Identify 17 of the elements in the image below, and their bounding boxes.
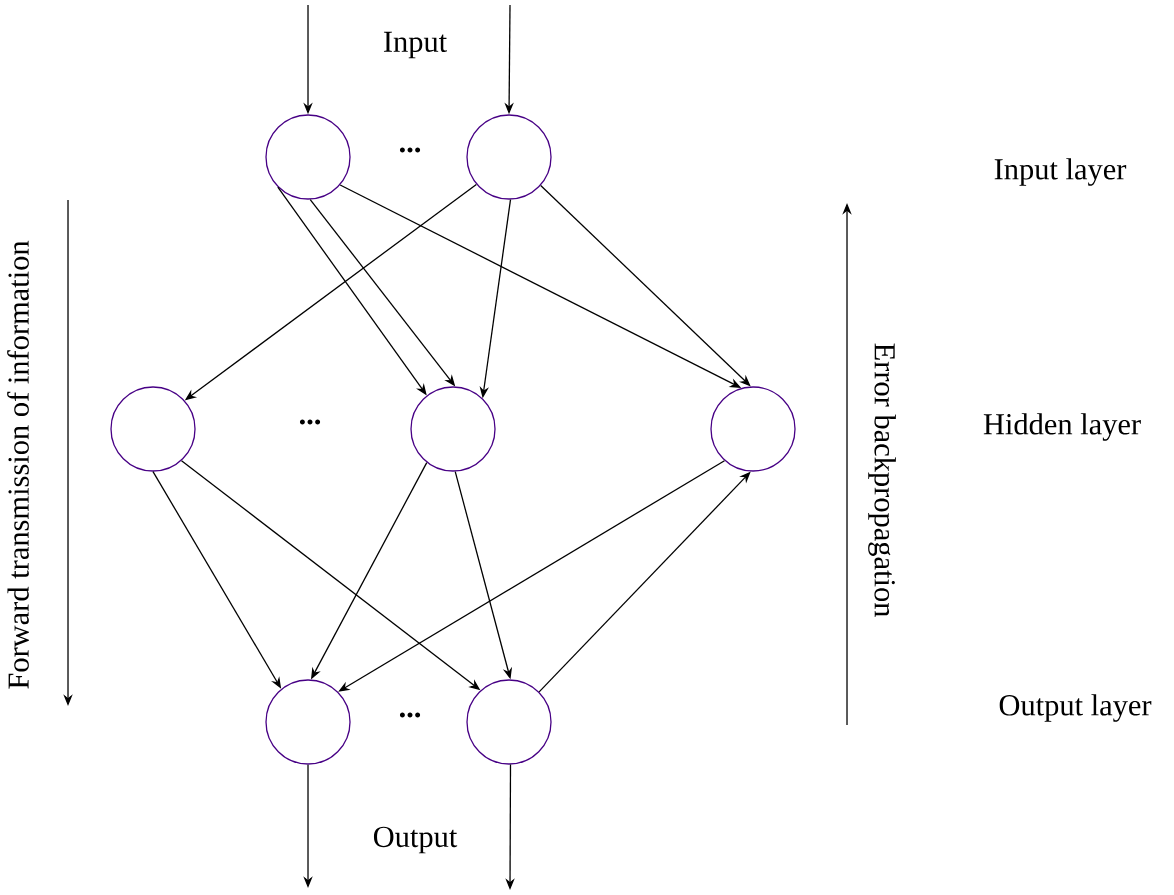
neuron-circle — [110, 386, 196, 472]
ellipsis: ... — [399, 147, 421, 153]
ellipsis: ... — [399, 712, 421, 718]
neuron-circle — [710, 386, 796, 472]
neuron-circle — [265, 114, 351, 200]
layer-label: Output layer — [999, 694, 1152, 722]
layer-label: Hidden layer — [983, 413, 1141, 441]
direction-label: Error backpropagation — [868, 343, 896, 617]
layer-label: Input layer — [994, 158, 1127, 186]
neuron-circle — [466, 114, 552, 200]
neuron-circle — [265, 679, 351, 765]
layer-label: Output — [373, 826, 458, 854]
layer-label: Input — [383, 31, 447, 59]
direction-label: Forward transmission of information — [7, 240, 29, 689]
neuron-circle — [410, 386, 496, 472]
neuron-circle — [466, 679, 552, 765]
ellipsis: ... — [299, 419, 321, 425]
